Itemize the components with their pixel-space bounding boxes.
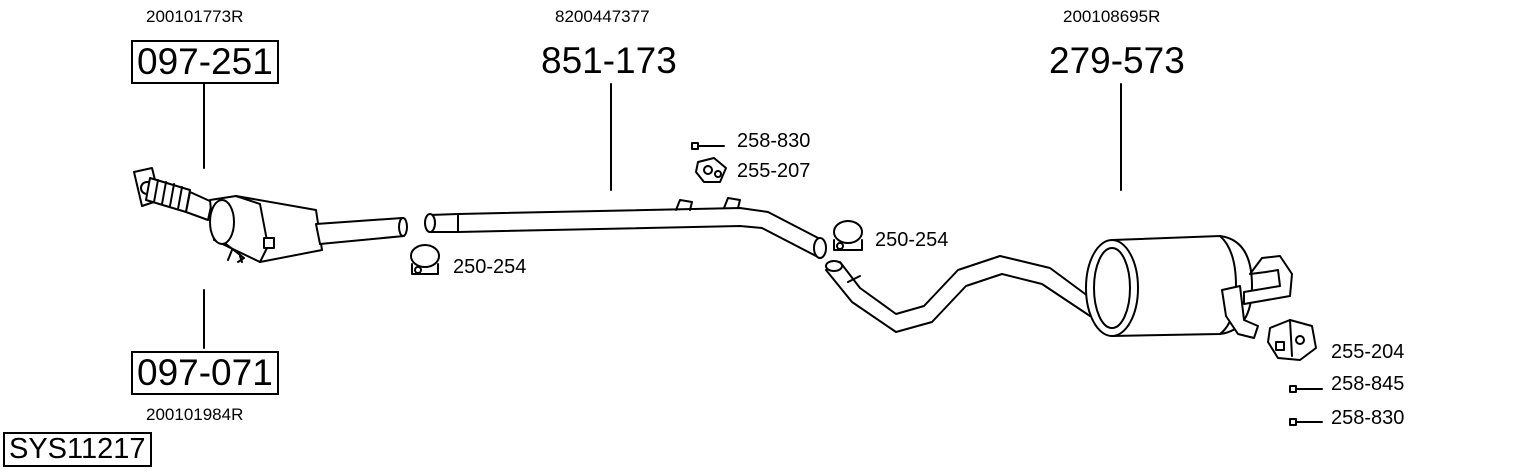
clamp-left-part — [410, 244, 440, 275]
bolt-top-part — [691, 142, 725, 150]
middle-silencer-part-number[interactable]: 851-173 — [541, 40, 677, 81]
rubber-mount-top-label[interactable]: 255-207 — [737, 160, 811, 182]
clamp-right-part — [833, 220, 863, 251]
bolt-rear-1-label[interactable]: 258-845 — [1331, 373, 1405, 395]
rear-silencer-part — [1085, 235, 1293, 339]
clamp-left-label[interactable]: 250-254 — [453, 256, 527, 278]
front-pipe-part — [133, 167, 213, 221]
catalyst-part — [209, 195, 408, 263]
clamp-right-label[interactable]: 250-254 — [875, 229, 949, 251]
catalyst-oem: 200101984R — [146, 405, 244, 424]
bolt-rear-2-part — [1289, 418, 1323, 426]
middle-pipe-part — [424, 197, 827, 259]
front-pipe-oem: 200101773R — [146, 7, 244, 26]
bolt-rear-1-part — [1289, 385, 1323, 393]
bolt-rear-2-label[interactable]: 258-830 — [1331, 407, 1405, 429]
catalyst-part-number[interactable]: 097-071 — [131, 351, 279, 395]
middle-silencer-oem: 8200447377 — [555, 7, 650, 26]
rear-pipe-part — [825, 255, 1097, 333]
system-id: SYS11217 — [3, 432, 152, 467]
rubber-mount-rear-part — [1267, 319, 1317, 361]
rear-silencer-oem: 200108695R — [1063, 7, 1161, 26]
bolt-top-label[interactable]: 258-830 — [737, 130, 811, 152]
front-pipe-part-number[interactable]: 097-251 — [131, 40, 279, 84]
rubber-mount-rear-label[interactable]: 255-204 — [1331, 341, 1405, 363]
rubber-mount-top-part — [695, 157, 727, 183]
rear-silencer-part-number[interactable]: 279-573 — [1049, 40, 1185, 81]
